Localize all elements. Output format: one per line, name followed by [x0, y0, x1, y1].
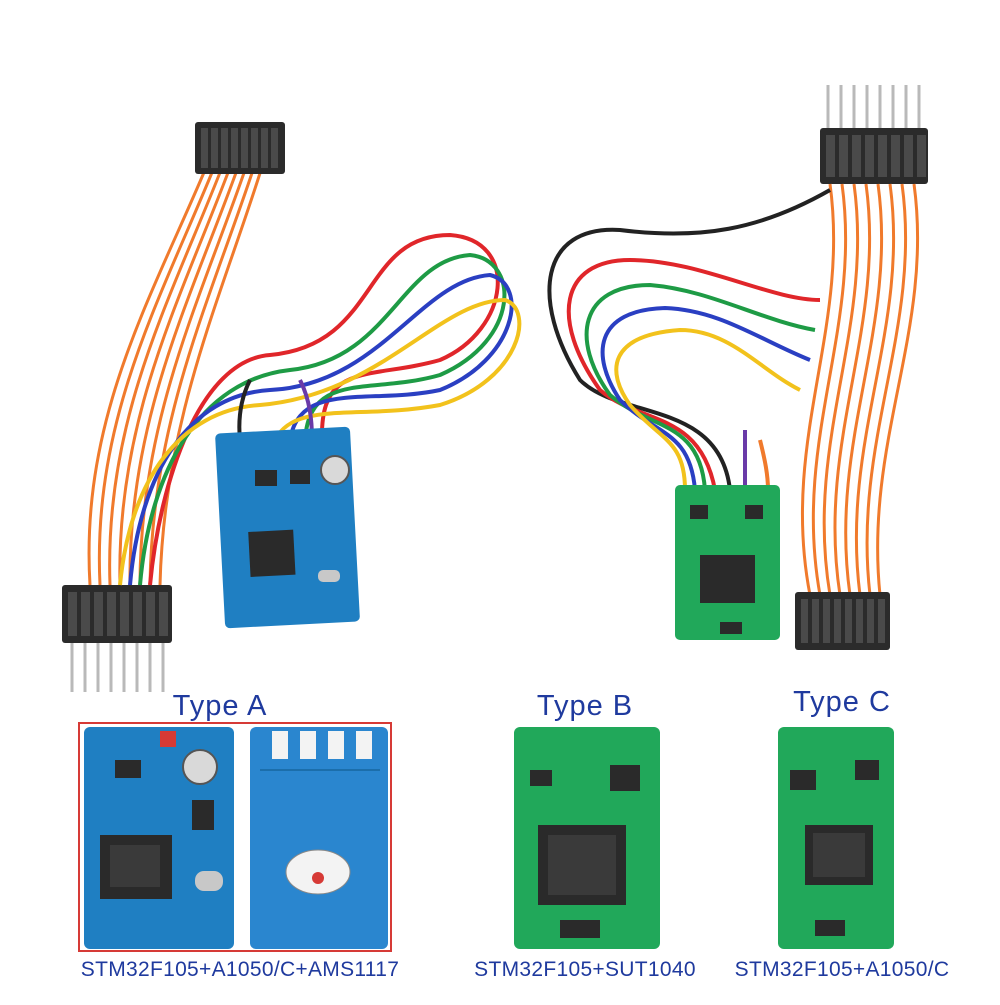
type-a-back-photo [250, 727, 388, 949]
type-c-title: Type C [793, 686, 891, 718]
right-orange-ribbon [800, 183, 920, 596]
type-a-caption: STM32F105+A1050/C+AMS1117 [80, 958, 400, 981]
type-c-caption: STM32F105+A1050/C [734, 958, 950, 981]
type-b-caption: STM32F105+SUT1040 [474, 958, 696, 981]
right-header-pins [826, 85, 921, 130]
left-header-pins [70, 643, 165, 692]
type-a-frame [78, 722, 392, 952]
type-c-photo [778, 727, 894, 949]
left-cable-assembly [62, 122, 522, 692]
type-a-title: Type A [172, 690, 268, 722]
right-color-wires [547, 188, 831, 491]
type-b-photo [514, 727, 660, 949]
left-bottom-connector [62, 585, 172, 643]
type-b-title: Type B [536, 690, 634, 722]
left-orange-ribbon [87, 169, 263, 586]
right-bottom-connector [795, 592, 890, 650]
left-blue-board [215, 426, 360, 629]
type-a-front-photo [84, 727, 234, 949]
right-green-board [675, 485, 780, 640]
right-cable-assembly [547, 85, 928, 650]
